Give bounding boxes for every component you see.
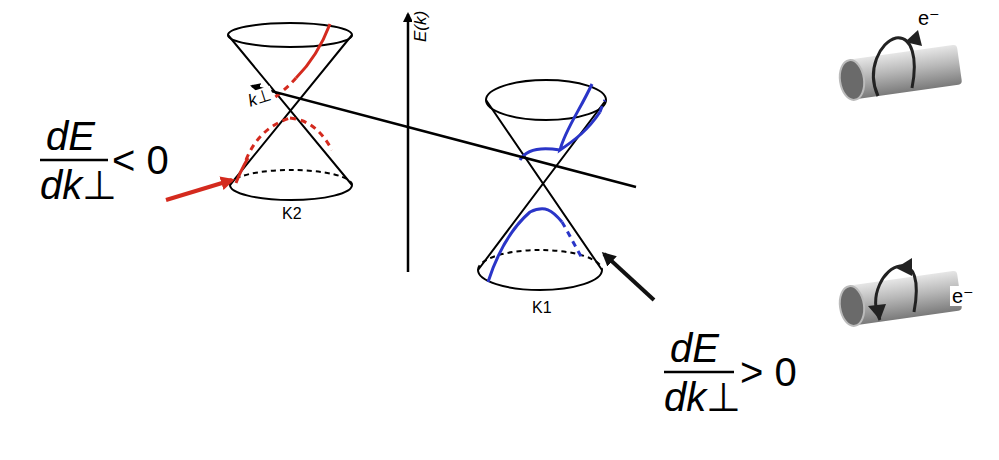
- electron-label: e⁻: [916, 8, 942, 28]
- fraction-denominator: dk⊥: [40, 165, 117, 205]
- inequality: > 0: [740, 352, 797, 392]
- red-pointer: [166, 180, 232, 200]
- axis-label: E(k): [412, 9, 429, 44]
- nanotube-icon: [837, 30, 962, 101]
- k2-cone: [228, 23, 352, 200]
- kperp-axis: [252, 86, 636, 187]
- k1-blue-curves: [488, 84, 605, 282]
- fraction-bar: [40, 159, 108, 162]
- electron-label: e⁻: [950, 286, 976, 306]
- fraction-numerator: dE: [670, 328, 719, 368]
- inequality: < 0: [112, 140, 169, 180]
- k1-cone: [478, 80, 606, 290]
- fraction-denominator: dk⊥: [664, 377, 741, 417]
- nanotube-icon: [837, 258, 962, 327]
- black-pointer: [604, 254, 654, 300]
- energy-axis: [407, 14, 410, 272]
- axis-label: k⊥: [244, 86, 275, 111]
- fraction-bar: [664, 371, 734, 374]
- fraction-numerator: dE: [46, 116, 95, 156]
- valley-label: K1: [530, 300, 554, 316]
- valley-label: K2: [280, 206, 304, 222]
